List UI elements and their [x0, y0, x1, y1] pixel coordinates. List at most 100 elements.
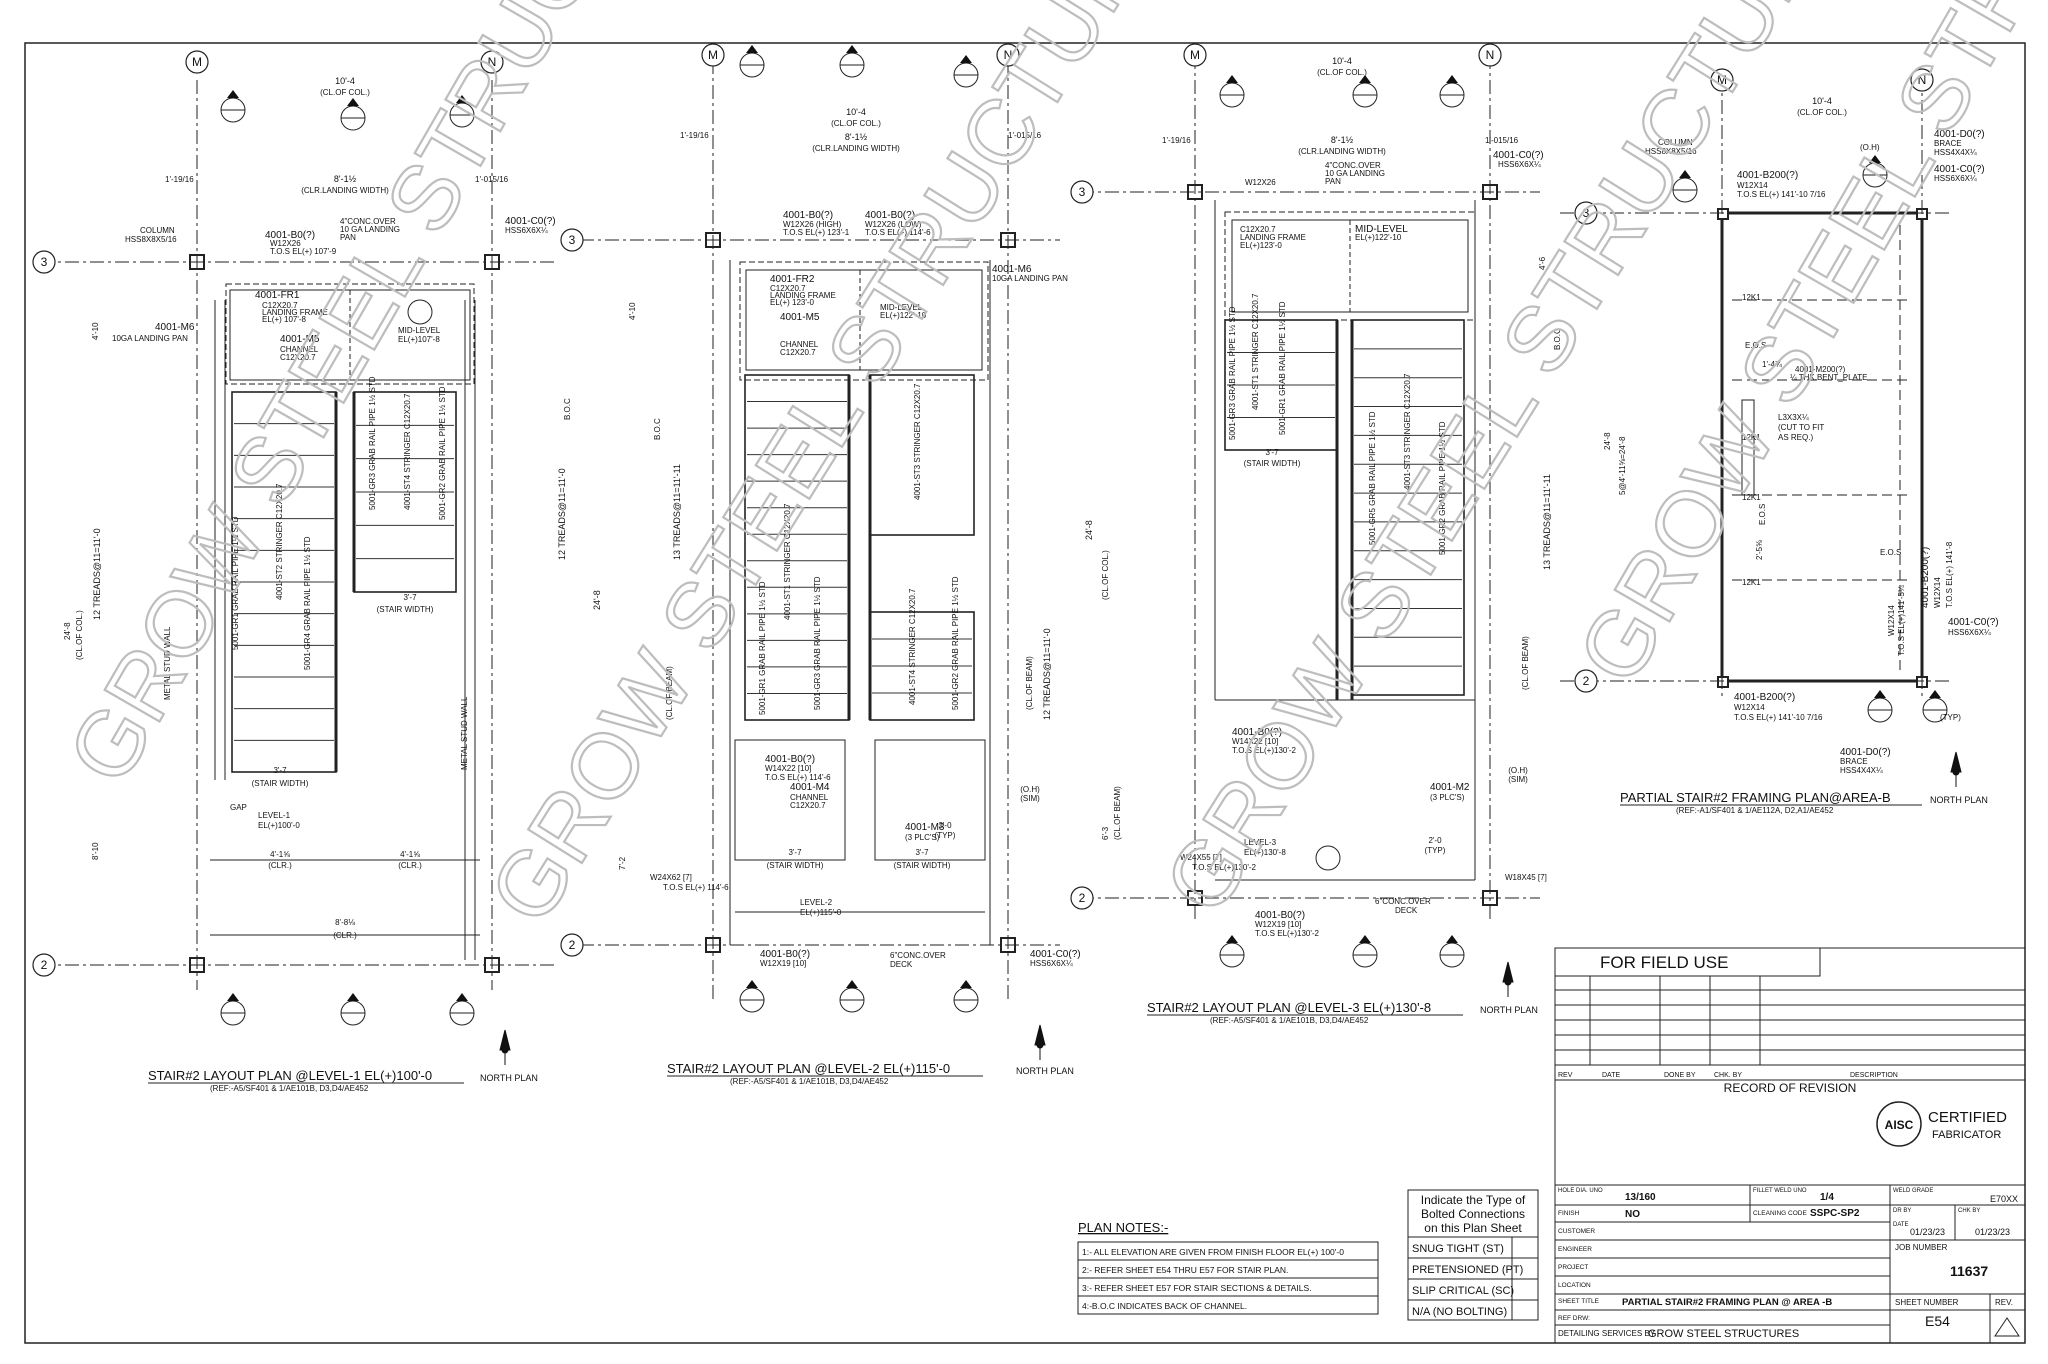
plan-2-mark: EL(+)115'-0 — [800, 908, 842, 917]
plan-2-tread-count: 13 TREADS@11=11'-11 — [672, 464, 682, 560]
plan-2-ref: (REF:-A5/SF401 & 1/AE101B, D3,D4/AE452 — [730, 1077, 889, 1086]
plan-2-mark: T.O.S EL(+) 114'-6 — [865, 228, 931, 237]
plan-2-mark: 6"CONC.OVER — [890, 951, 946, 960]
grid-bubble-m: M — [1183, 43, 1207, 67]
dim-landing-sub: (CLR.LANDING WIDTH) — [301, 186, 389, 195]
dim-left-offset: 1'-19/16 — [165, 175, 194, 184]
customer-label: CUSTOMER — [1558, 1228, 1595, 1235]
plan-4-mark: 4001-C0(?) — [1934, 164, 1985, 175]
plan-1-mark: C12X20.7 — [280, 353, 316, 362]
plan-2-mark: 4001-B0(?) — [765, 754, 815, 765]
hole-dia-label: HOLE DIA. UNO — [1558, 1188, 1603, 1194]
plan-1-dim: 4'-1⅝ — [270, 850, 290, 859]
plan-3-mark: 4001-B0(?) — [1232, 727, 1282, 738]
plan-3-sim: (SIM) — [1508, 775, 1528, 784]
section-marker-icon — [220, 90, 246, 123]
section-marker-icon — [953, 55, 979, 88]
plan-area-b — [1560, 75, 1950, 700]
svg-text:M: M — [1190, 48, 1200, 62]
plan-2-mark: 4001-M4 — [790, 782, 830, 793]
dim-top-sub: (CL.OF COL.) — [831, 119, 881, 128]
plan-1-dim: 8'-8⅛ — [335, 918, 355, 927]
plan-3-mark: C12X20.7 — [1240, 225, 1276, 234]
plan-4-dim: 2'-5⅝ — [1755, 540, 1764, 560]
plan-3-flight: 5001-GR1 GRAB RAIL PIPE 1½ STD — [1278, 301, 1287, 435]
plan-3-mark: 4001-B0(?) — [1255, 910, 1305, 921]
plan-3-mark: (3 PLC'S) — [1430, 793, 1465, 802]
plan-3-tread-count: 13 TREADS@11=11'-11 — [1542, 474, 1552, 570]
bolt-box-heading-1: Indicate the Type of — [1421, 1193, 1526, 1207]
aisc-logo: AISC — [1876, 1101, 1922, 1147]
job-number-label: JOB NUMBER — [1895, 1243, 1948, 1252]
plan-3-dim: 3'-7 — [1265, 448, 1279, 457]
section-marker-icon — [1672, 170, 1698, 203]
plan-2-dim: 7'-2 — [618, 856, 627, 870]
plan-1-treads — [234, 423, 454, 741]
plan-3-dim: 4'-6 — [1538, 256, 1547, 270]
plan-2-mark: (3 PLC'S) — [905, 833, 940, 842]
plan-2-typ: (TYP) — [935, 831, 956, 840]
svg-text:M: M — [1717, 73, 1727, 87]
section-marker-icon — [1862, 155, 1888, 188]
plan-4-mark: HSS8X8X5/16 — [1645, 147, 1697, 156]
dim-right-offset: 1'-015/16 — [1008, 131, 1042, 140]
plan-1-tread-count: 12 TREADS@11=11'-0 — [557, 468, 567, 560]
bolt-box-heading-3: on this Plan Sheet — [1424, 1221, 1522, 1235]
plan-2-flight: 4001-ST1 STRINGER C12X20.7 — [783, 503, 792, 620]
plan-4-mark: T.O.S EL(+)141'-5¼ — [1897, 585, 1906, 656]
plan-2-title: STAIR#2 LAYOUT PLAN @LEVEL-2 EL(+)115'-0 — [667, 1061, 950, 1076]
plan-2-dim: (CL.OF BEAM) — [1025, 656, 1034, 710]
plan-4-mark: T.O.S EL(+) 141'-8 — [1945, 541, 1954, 608]
plan-1-dim: 4'-1⅝ — [400, 850, 420, 859]
plan-1-mark: CHANNEL — [280, 345, 319, 354]
plan-2-mark: 4001-B0(?) — [760, 949, 810, 960]
plan-4-mark: 12K1 — [1742, 293, 1761, 302]
svg-text:2: 2 — [41, 958, 48, 972]
grid-bubble-m: M — [1710, 68, 1734, 92]
dim-top-sub: (CL.OF COL.) — [1797, 108, 1847, 117]
plan-1-dim: 8'-10 — [91, 842, 100, 860]
plan-level-1 — [40, 80, 555, 990]
section-marker-icon — [1219, 75, 1245, 108]
dr-date: 01/23/23 — [1910, 1227, 1945, 1237]
plan-notes: PLAN NOTES:- 1:- ALL ELEVATION ARE GIVEN… — [1077, 1220, 1379, 1315]
bolt-box-heading-2: Bolted Connections — [1421, 1207, 1525, 1221]
plan-2-mark: LEVEL-2 — [800, 898, 833, 907]
plan-3-mark: DECK — [1395, 906, 1418, 915]
plan-2-oh: (O.H) — [1020, 785, 1040, 794]
plan-1-dim: (CLR.) — [333, 931, 357, 940]
plan-3-mark: PAN — [1325, 177, 1341, 186]
plan-1-dim: 3'-7 — [403, 593, 417, 602]
plan-1-mark: HSS6X6X¼ — [505, 226, 548, 235]
plan-2-tread-count: 12 TREADS@11=11'-0 — [1042, 628, 1052, 720]
grid-bubble-2: 2 — [32, 953, 56, 977]
plan-2-mark: LANDING FRAME — [770, 291, 836, 300]
project-label: PROJECT — [1558, 1264, 1588, 1271]
plan-1-boc: B.O.C — [563, 398, 572, 420]
rev-col-chk-by: CHK. BY — [1714, 1072, 1742, 1079]
record-of-revision: RECORD OF REVISION — [1724, 1081, 1857, 1095]
dim-top: 10'-4 — [1812, 96, 1832, 106]
plan-3-treads — [1227, 348, 1462, 667]
plan-4-mark: ¼ THK.BENT_PLATE — [1790, 373, 1868, 382]
section-marker-icon — [1352, 935, 1378, 968]
sheet-border — [24, 42, 2026, 1344]
plan-4-mark: 4001-B200(?) — [1920, 547, 1931, 608]
finish-value: NO — [1625, 1209, 1640, 1220]
plan-4-mark: (CUT TO FIT — [1778, 423, 1824, 432]
svg-text:2: 2 — [569, 938, 576, 952]
plan-2-mark: W12X19 [10] — [760, 959, 806, 968]
plan-4-mark: W12X14 — [1933, 577, 1942, 608]
section-markers — [220, 45, 1948, 1026]
plan-2-stair-width: (STAIR WIDTH) — [767, 861, 824, 870]
rev-col-date: DATE — [1602, 1072, 1620, 1079]
plan-4-mark: W12X14 — [1887, 605, 1896, 636]
plan-1-mark: W12X26 — [270, 239, 301, 248]
plan-2-mark: HSS6X6X¼ — [1030, 959, 1073, 968]
plan-note-2: 2:- REFER SHEET E54 THRU E57 FOR STAIR P… — [1082, 1265, 1288, 1275]
annotations: 10'-4(CL.OF COL.)8'-1½(CLR.LANDING WIDTH… — [63, 56, 1999, 969]
plan-2-mark: C12X20.7 — [770, 284, 806, 293]
plan-3-mark: EL(+)123'-0 — [1240, 241, 1282, 250]
plan-2-flight: 4001-ST4 STRINGER C12X20.7 — [908, 588, 917, 705]
